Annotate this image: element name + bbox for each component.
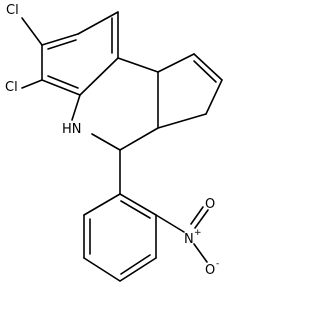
bond-n-o-top-double [190, 206, 204, 225]
bond-c5-cl-lower [21, 79, 43, 89]
cl-upper-label: Cl [6, 3, 19, 18]
bond-c9b-c1p [157, 53, 195, 73]
bond-c6-c1 [41, 33, 79, 46]
bond-c4-n [91, 133, 121, 151]
bond-c1p-c2p [193, 53, 223, 81]
inner-bond-c4-c5 [47, 75, 79, 89]
nitro-n-charge: + [194, 228, 202, 238]
nitro-o-top-label: O [205, 197, 215, 212]
nitro-group: N + O O - [155, 197, 219, 278]
inner-bond-c1p-c2p [193, 60, 217, 83]
bond-n-o-top [194, 209, 209, 229]
nitro-n-label: N [184, 232, 194, 247]
tetrahydroquinoline-ring [71, 57, 159, 151]
cl-lower-label: Cl [5, 80, 18, 95]
nh-label: HN [62, 122, 82, 137]
nitrophenyl-ring [83, 149, 157, 282]
bond-n-o-bottom [193, 243, 208, 263]
bond-c3-c9b [117, 57, 159, 73]
bond-ph4-ph5 [83, 257, 121, 282]
molecule-structure-diagram: Cl Cl HN N + O O - [5, 3, 223, 282]
inner-bond-c6-c1 [47, 39, 77, 50]
bond-c3a-c4 [119, 127, 159, 151]
bond-c2p-c3p [205, 79, 223, 115]
bond-c6-cl-upper [21, 17, 43, 46]
cyclopentene-ring [157, 53, 223, 129]
bond-ph3-ph4 [119, 257, 157, 282]
bond-ph1-ph2 [119, 193, 157, 216]
bond-ph6-ph1 [83, 193, 121, 216]
bond-ph2-n [155, 214, 185, 233]
bond-c3-c4 [79, 57, 119, 96]
bond-c3p-c3a [157, 113, 207, 129]
nitro-o-bottom-label: O [205, 263, 215, 278]
bond-c1-c2 [77, 11, 119, 35]
bond-n-c4a [71, 94, 81, 121]
inner-bond-ph3-ph4 [120, 254, 151, 275]
inner-bond-ph1-ph2 [120, 200, 151, 219]
bond-c4-c5 [41, 79, 81, 96]
nitro-o-bottom-charge: - [216, 259, 219, 269]
benzo-ring [41, 11, 119, 96]
chlorine-substituents: Cl Cl [5, 3, 43, 95]
